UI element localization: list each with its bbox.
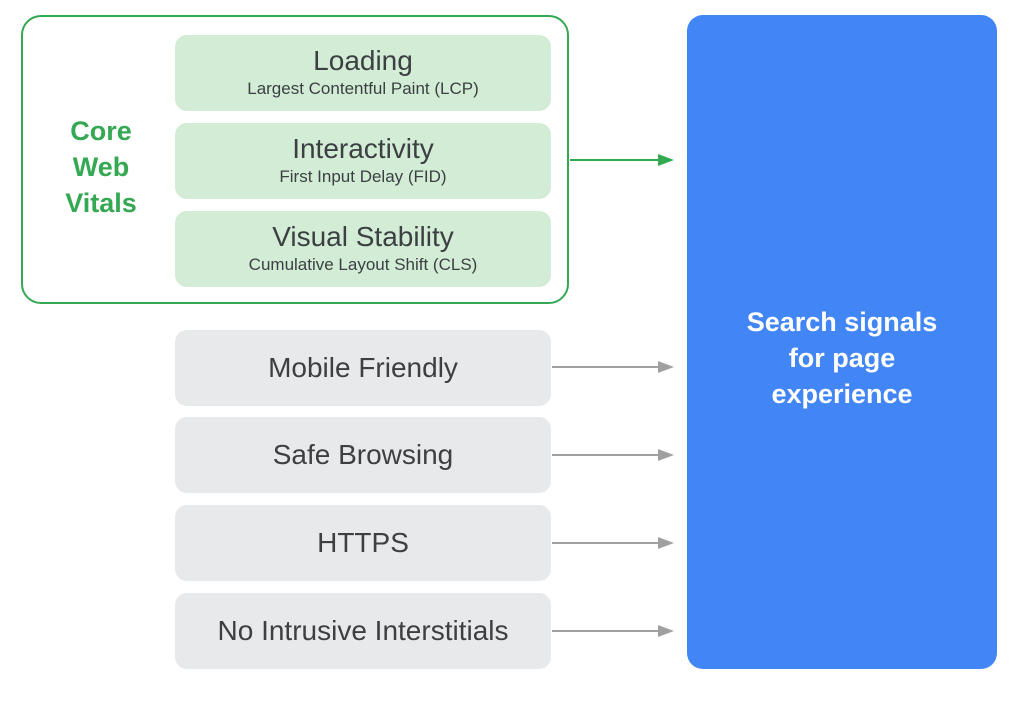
signal-title: Mobile Friendly bbox=[268, 352, 458, 383]
no-intrusive-interstitials-arrow bbox=[552, 625, 674, 637]
metric-subtitle: Largest Contentful Paint (LCP) bbox=[247, 79, 479, 98]
metric-title: Visual Stability bbox=[272, 221, 454, 252]
safe-browsing-arrow bbox=[552, 449, 674, 461]
signal-title: No Intrusive Interstitials bbox=[217, 615, 509, 646]
metric-title: Loading bbox=[313, 45, 413, 76]
core-web-vitals-arrow bbox=[570, 154, 674, 166]
https-arrow bbox=[552, 537, 674, 549]
metric-box-loading: Loading Largest Contentful Paint (LCP) bbox=[175, 35, 551, 111]
metric-subtitle: First Input Delay (FID) bbox=[279, 167, 447, 186]
page-experience-label: Search signals for page experience bbox=[746, 307, 938, 409]
core-web-vitals-group bbox=[21, 15, 569, 304]
metric-title: Interactivity bbox=[292, 133, 434, 164]
metric-subtitle: Cumulative Layout Shift (CLS) bbox=[248, 255, 478, 274]
metric-box-interactivity: Interactivity First Input Delay (FID) bbox=[175, 123, 551, 199]
signal-box-mobile-friendly: Mobile Friendly bbox=[175, 330, 551, 406]
page-experience-box: Search signals for page experience bbox=[687, 15, 997, 669]
mobile-friendly-arrow bbox=[552, 361, 674, 373]
signal-box-https: HTTPS bbox=[175, 505, 551, 581]
core-web-vitals-label: Core Web Vitals bbox=[65, 116, 137, 218]
metric-box-visual-stability: Visual Stability Cumulative Layout Shift… bbox=[175, 211, 551, 287]
signal-title: HTTPS bbox=[317, 527, 409, 558]
signal-box-safe-browsing: Safe Browsing bbox=[175, 417, 551, 493]
signal-title: Safe Browsing bbox=[272, 439, 454, 470]
signal-box-no-intrusive-interstitials: No Intrusive Interstitials bbox=[175, 593, 551, 669]
